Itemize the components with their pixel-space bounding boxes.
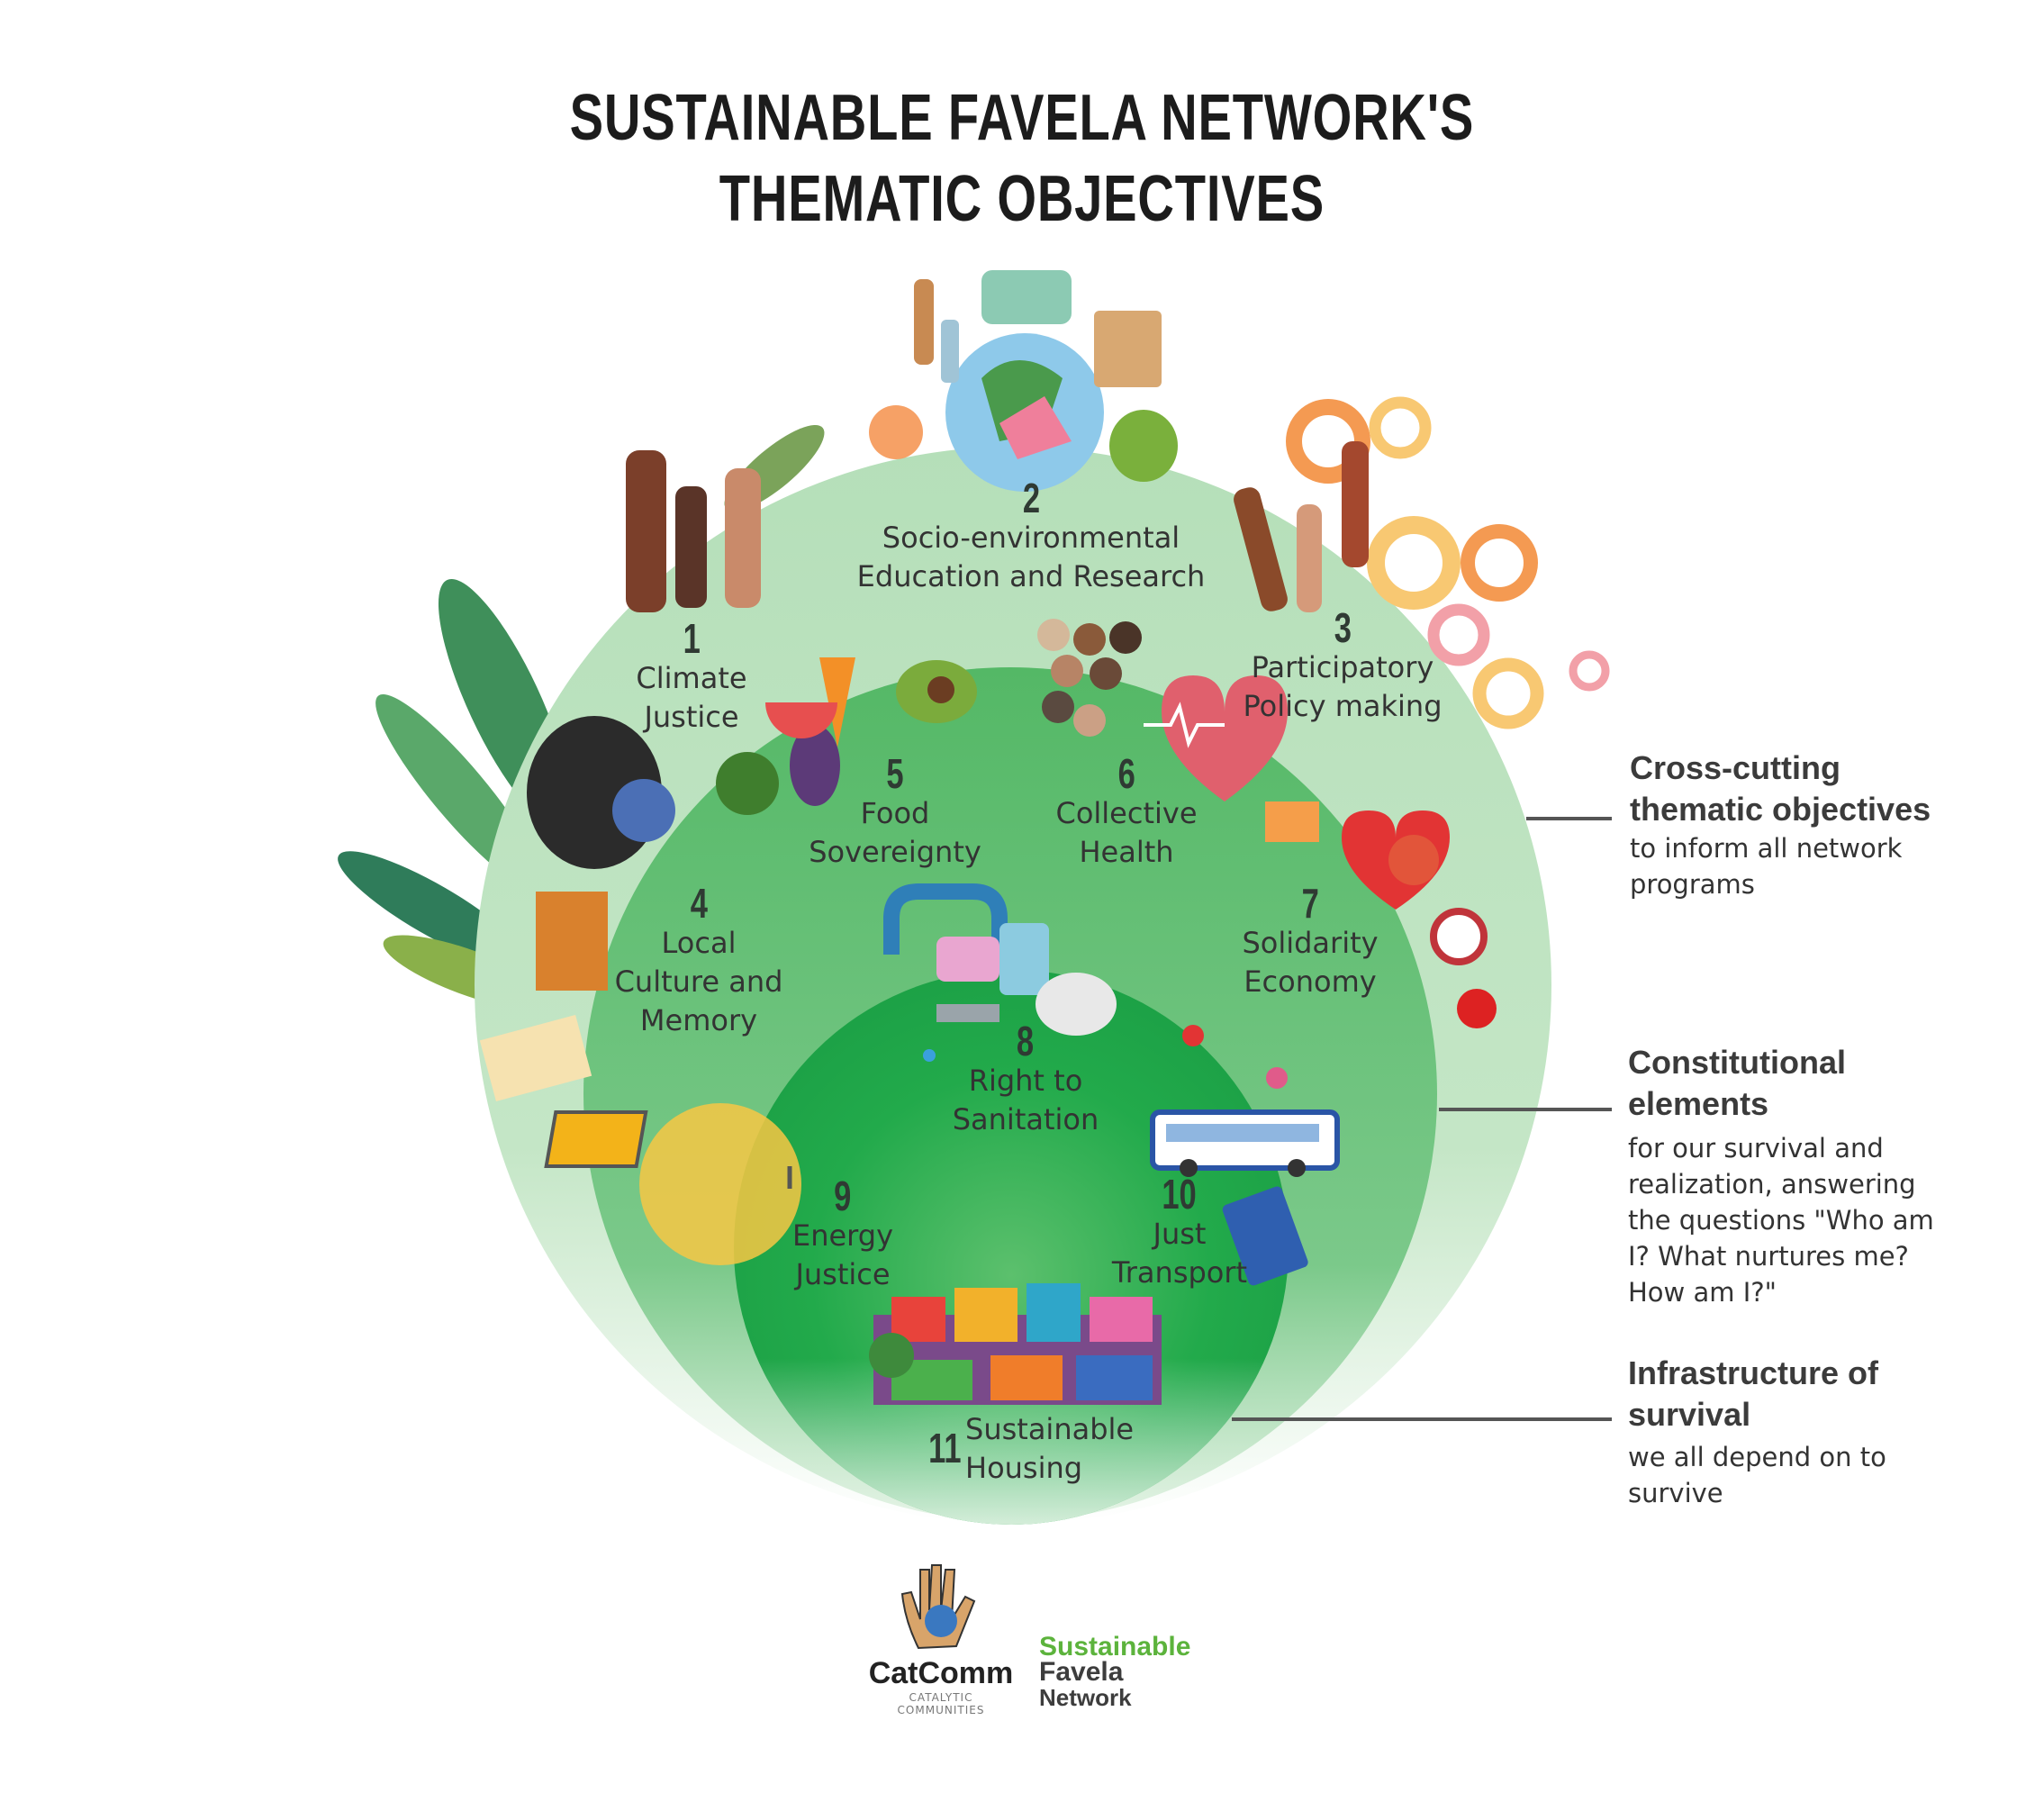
bus-icon [1150, 1025, 1340, 1286]
sfn-logo: Sustainable Favela Network [1039, 1632, 1191, 1711]
globe-recycle-icon [945, 333, 1104, 492]
title-line-2: THEMATIC OBJECTIVES [719, 163, 1325, 235]
objective-11-number: 11 [928, 1425, 962, 1471]
sanitation-icon [883, 883, 1117, 1062]
catcomm-logo: CatComm CATALYTIC COMMUNITIES [864, 1562, 1017, 1716]
drum-culture-icon [479, 716, 675, 1102]
title-line-1: SUSTAINABLE FAVELA NETWORK'S [569, 82, 1475, 154]
solar-panel-icon [544, 1103, 801, 1265]
favela-houses-icon [869, 1283, 1162, 1405]
heart-health-icon [1144, 675, 1288, 801]
solidarity-economy-icon [1265, 801, 1497, 1028]
gears-icon [1286, 396, 1610, 729]
raised-fists-icon [626, 450, 761, 612]
raised-hands-icon [1234, 441, 1369, 612]
hand-logo-icon [900, 1564, 976, 1650]
zero-waste-items-icon [869, 270, 1178, 482]
people-icon [1037, 619, 1142, 737]
vegetables-icon [716, 657, 977, 815]
